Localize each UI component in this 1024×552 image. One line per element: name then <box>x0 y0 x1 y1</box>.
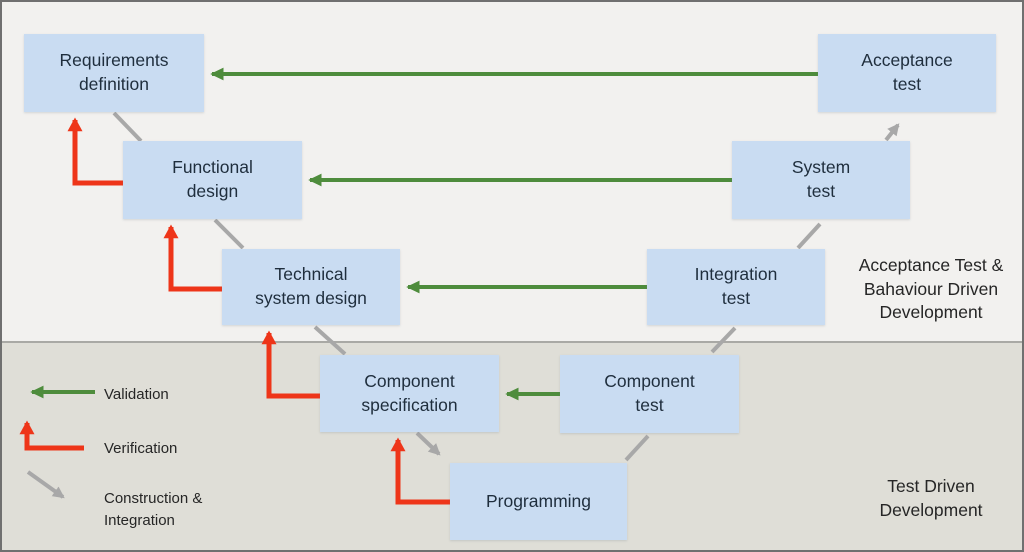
legend-construction-label: Construction & Integration <box>104 490 203 529</box>
box-component-test: Component test <box>560 355 739 433</box>
box-programming: Programming <box>450 463 627 540</box>
legend-verification-label: Verification <box>104 440 178 457</box>
box-component-specification: Component specification <box>320 355 499 432</box>
box-acceptance-test: Acceptance test <box>818 34 996 112</box>
box-system-test: System test <box>732 141 910 219</box>
zone-label-tdd: Test Driven Development <box>879 476 983 520</box>
zone-label-acceptance-bdd: Acceptance Test & Bahaviour Driven Devel… <box>858 255 1004 322</box>
box-requirements-definition: Requirements definition <box>24 34 204 112</box>
box-integration-test: Integration test <box>647 249 825 325</box>
box-functional-design: Functional design <box>123 141 302 219</box>
legend-validation-label: Validation <box>104 386 169 403</box>
box-technical-system-design: Technical system design <box>222 249 400 325</box>
zone-divider-line <box>2 341 1022 343</box>
